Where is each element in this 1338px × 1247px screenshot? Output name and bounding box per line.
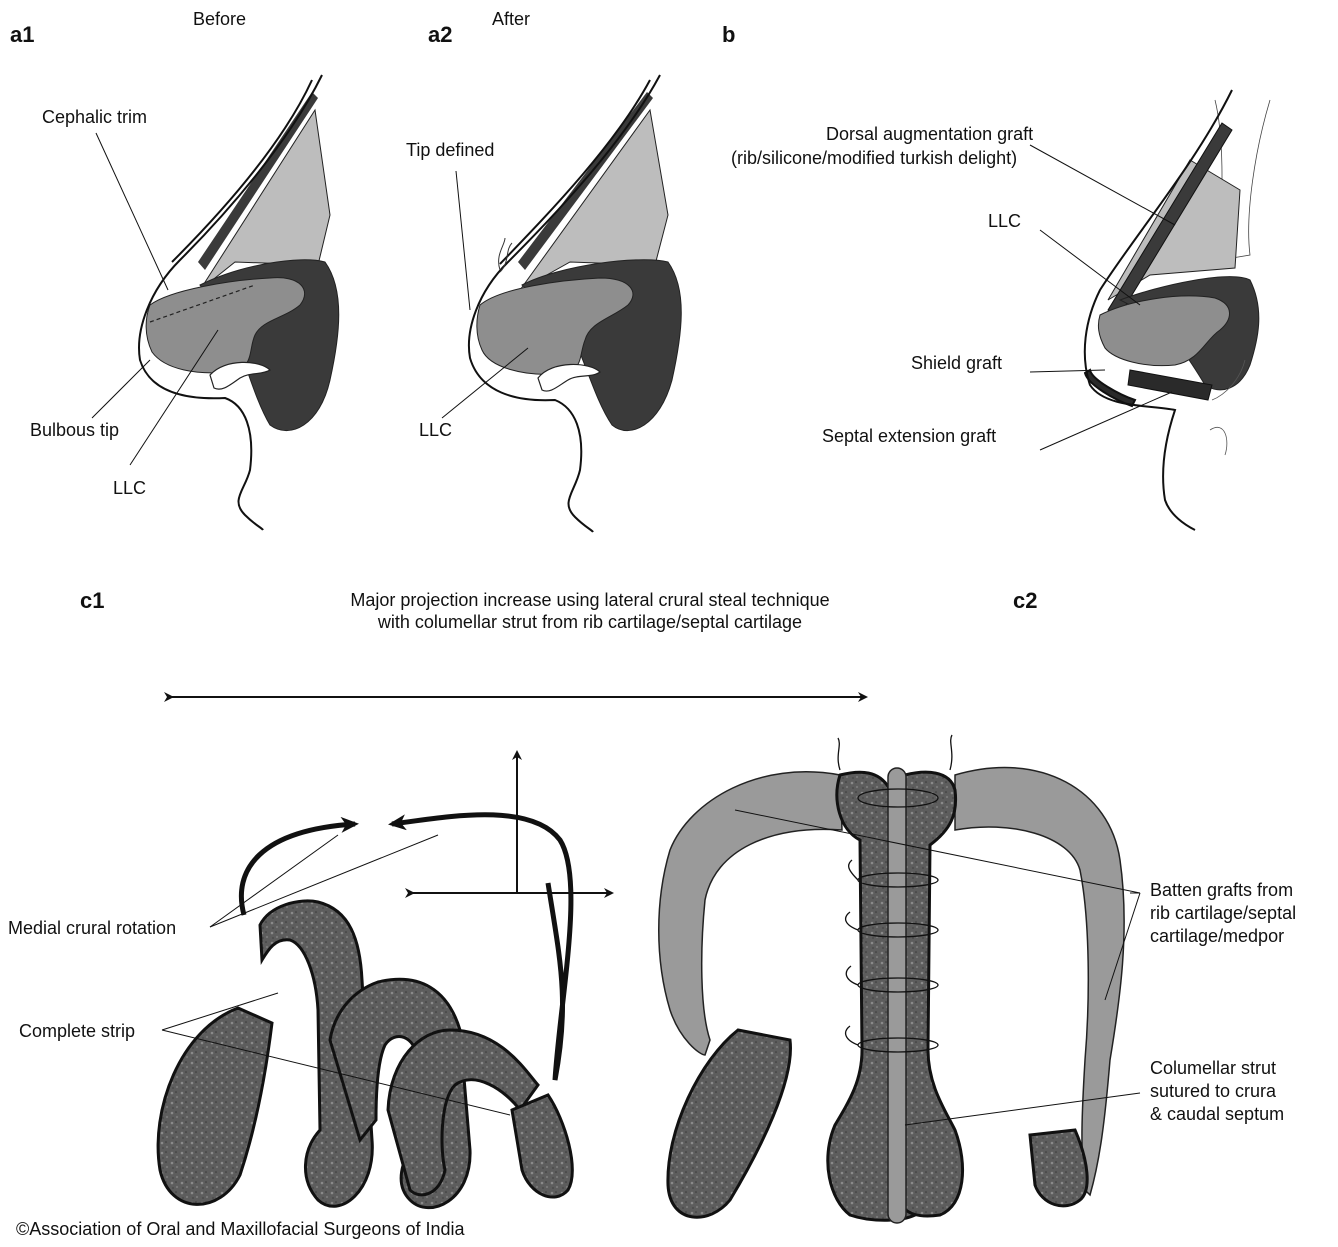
label-strut-2: sutured to crura xyxy=(1150,1081,1276,1102)
caption-before: Before xyxy=(193,9,246,30)
c2-grafts-illustration xyxy=(659,735,1140,1223)
label-batten-3: cartilage/medpor xyxy=(1150,926,1284,947)
label-llc-a1: LLC xyxy=(113,478,146,499)
panel-label-c1: c1 xyxy=(80,588,104,614)
c1-crura-illustration xyxy=(158,815,572,1208)
label-medial-crural-rotation: Medial crural rotation xyxy=(8,918,176,939)
label-llc-a2: LLC xyxy=(419,420,452,441)
lateral-crus-left-c2 xyxy=(668,1030,791,1217)
label-bulbous-tip: Bulbous tip xyxy=(30,420,119,441)
label-strut-1: Columellar strut xyxy=(1150,1058,1276,1079)
lateral-crus-right xyxy=(512,1095,572,1197)
c-title-line1: Major projection increase using lateral … xyxy=(290,590,890,611)
batten-graft-left xyxy=(659,772,842,1055)
label-batten-1: Batten grafts from xyxy=(1150,880,1293,901)
label-dorsal-augmentation-1: Dorsal augmentation graft xyxy=(826,124,1033,145)
columellar-strut xyxy=(888,768,906,1223)
batten-graft-right xyxy=(955,768,1124,1195)
c-title-line2: with columellar strut from rib cartilage… xyxy=(290,612,890,633)
nose-grafts-illustration xyxy=(1030,90,1270,530)
panel-label-a2: a2 xyxy=(428,22,452,48)
label-dorsal-augmentation-2: (rib/silicone/modified turkish delight) xyxy=(731,148,1017,169)
nose-before-illustration xyxy=(92,75,339,530)
panel-label-b: b xyxy=(722,22,735,48)
panel-label-a1: a1 xyxy=(10,22,34,48)
label-batten-2: rib cartilage/septal xyxy=(1150,903,1296,924)
label-shield-graft: Shield graft xyxy=(911,353,1002,374)
label-strut-3: & caudal septum xyxy=(1150,1104,1284,1125)
copyright-notice: ©Association of Oral and Maxillofacial S… xyxy=(16,1219,465,1240)
label-llc-b: LLC xyxy=(988,211,1021,232)
label-tip-defined: Tip defined xyxy=(406,140,494,161)
label-cephalic-trim: Cephalic trim xyxy=(42,107,147,128)
lateral-crus-right-c2 xyxy=(1030,1130,1087,1206)
label-complete-strip: Complete strip xyxy=(19,1021,135,1042)
panel-label-c2: c2 xyxy=(1013,588,1037,614)
caption-after: After xyxy=(492,9,530,30)
label-septal-extension-graft: Septal extension graft xyxy=(822,426,996,447)
lateral-crus-left xyxy=(158,1008,272,1204)
